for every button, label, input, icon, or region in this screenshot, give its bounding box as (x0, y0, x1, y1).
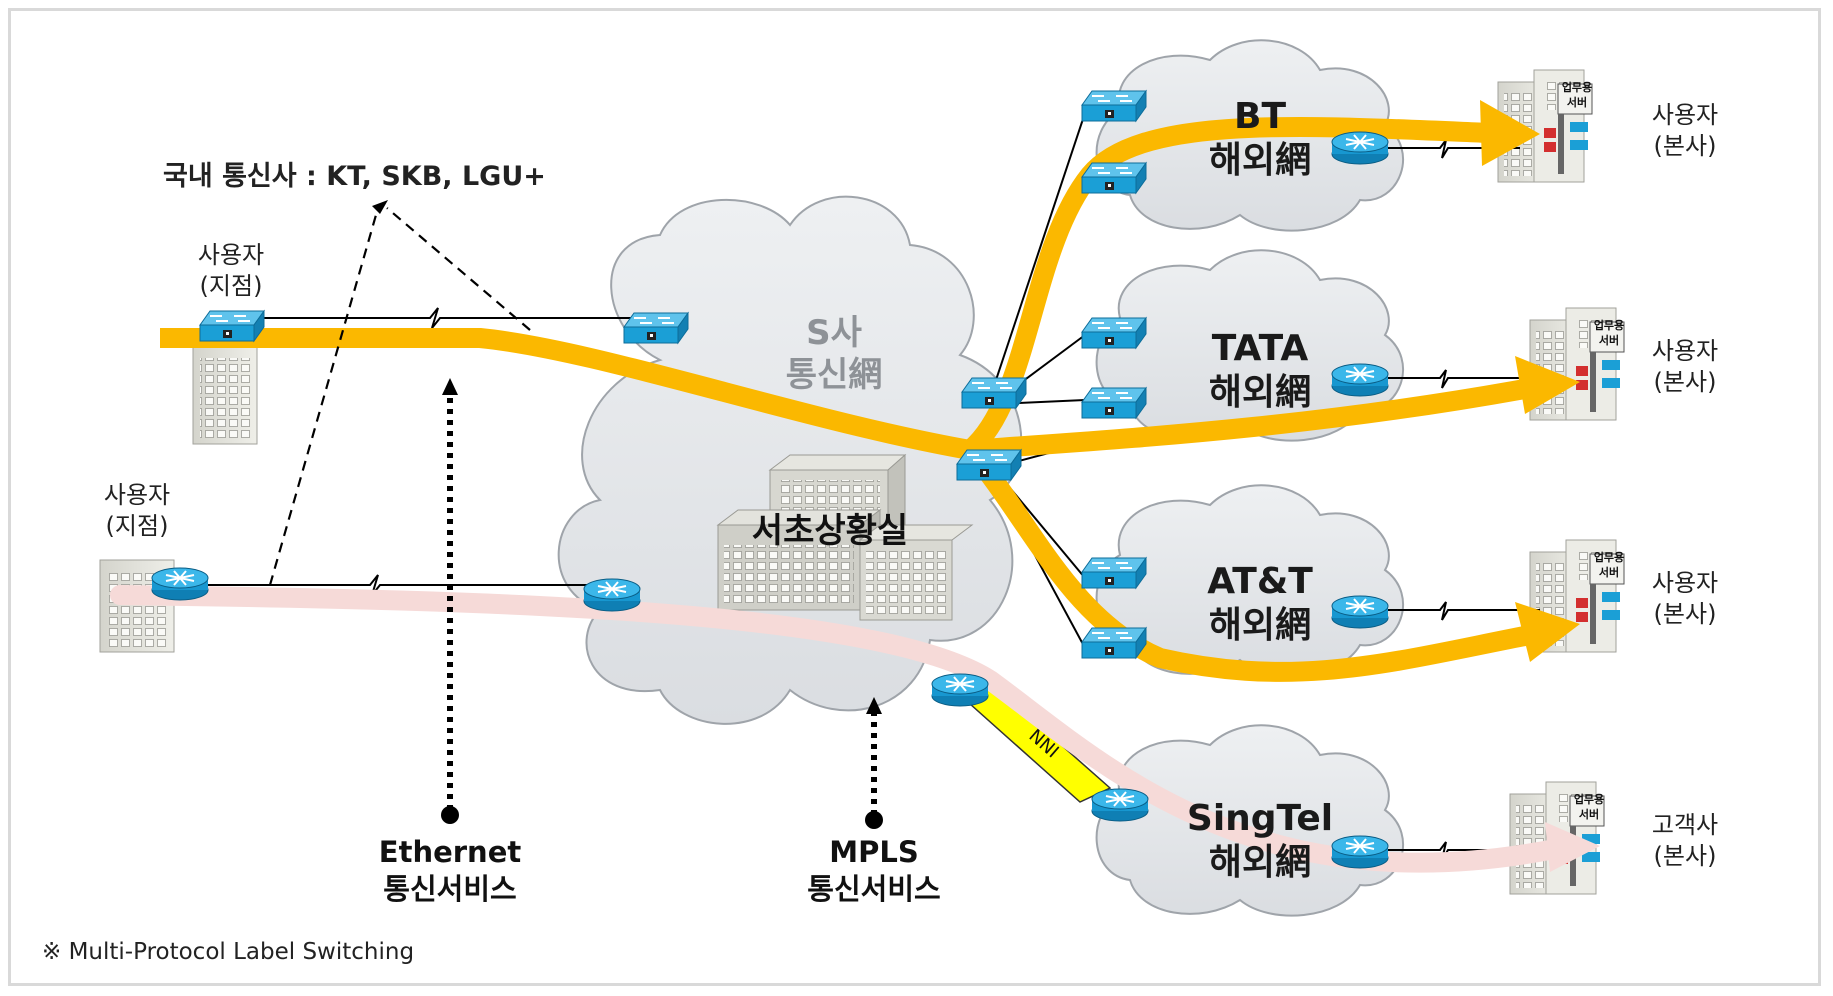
att-line2: 해외網 (1208, 605, 1312, 646)
ethernet-line1: Ethernet (378, 835, 522, 869)
server-label-1b: 서버 (1567, 95, 1587, 109)
hq-site-2-line2: (본사) (1653, 368, 1717, 396)
server-label-4b: 서버 (1579, 807, 1599, 821)
hq-site-label-3: 사용자 (본사) (1630, 568, 1740, 630)
hq-site-2-line1: 사용자 (1651, 337, 1719, 365)
server-label-1a: 업무용 (1562, 81, 1592, 94)
mpls-service-path (110, 585, 1600, 873)
ethernet-service-pointer (441, 378, 459, 824)
bt-switch1-icon (1081, 90, 1147, 122)
cloud-tata (1095, 249, 1404, 442)
link-branch1-core (230, 307, 660, 329)
ethernet-arrowheads (1480, 100, 1580, 662)
att-switch2-icon (1081, 627, 1147, 659)
hq-site-3-line2: (본사) (1653, 600, 1717, 628)
branch-site-2-line2: (지점) (105, 512, 169, 540)
overseas-network-tata: TATA 해외網 (1160, 327, 1360, 415)
link-branch2-core (180, 574, 600, 596)
core-west-switch-icon (623, 312, 689, 344)
overseas-network-bt: BT 해외網 (1160, 95, 1360, 183)
hq-site-4-line2: (본사) (1653, 842, 1717, 870)
mpls-service-label: MPLS 통신서비스 (774, 834, 974, 908)
hq-site-1-line2: (본사) (1653, 132, 1717, 160)
server-label-2b: 서버 (1599, 333, 1619, 347)
branch1-switch-icon (199, 310, 265, 342)
hq-site-label-1: 사용자 (본사) (1630, 100, 1740, 162)
hq-site-label-2: 사용자 (본사) (1630, 336, 1740, 398)
branch-building-1 (192, 337, 258, 445)
core-network-line2: 통신網 (785, 355, 883, 395)
core-east-switch1-icon (961, 377, 1027, 409)
server-label-3b: 서버 (1599, 565, 1619, 579)
core-west-router-icon (583, 578, 641, 612)
tata-switch2-icon (1081, 387, 1147, 419)
singtel-line1: SingTel (1186, 798, 1334, 839)
carrier-annotation-arrows (268, 207, 531, 586)
att-switch1-icon (1081, 557, 1147, 589)
server-label-2a: 업무용 (1594, 319, 1624, 332)
link-core-bt1 (989, 112, 1086, 399)
overseas-network-singtel: SingTel 해외網 (1160, 797, 1360, 885)
core-nni-router-icon (931, 673, 989, 707)
ethernet-line2: 통신서비스 (383, 872, 517, 906)
mpls-line2: 통신서비스 (807, 872, 941, 906)
server-label-3a: 업무용 (1594, 551, 1624, 564)
tata-switch1-icon (1081, 317, 1147, 349)
branch-site-label-2: 사용자 (지점) (82, 480, 192, 542)
branch-site-1-line2: (지점) (199, 272, 263, 300)
tata-line2: 해외網 (1208, 372, 1312, 413)
carrier-arrowhead (372, 200, 388, 214)
overseas-network-att: AT&T 해외網 (1160, 560, 1360, 648)
branch-site-2-line1: 사용자 (103, 481, 171, 509)
hq-site-4-line1: 고객사 (1651, 811, 1719, 839)
ethernet-service-label: Ethernet 통신서비스 (350, 834, 550, 908)
core-network-label: S사 통신網 (734, 312, 934, 396)
footnote: ※ Multi-Protocol Label Switching (42, 939, 415, 965)
server-label-4a: 업무용 (1574, 793, 1604, 806)
bt-line1: BT (1234, 96, 1286, 137)
bt-line2: 해외網 (1208, 140, 1312, 181)
branch-site-1-line1: 사용자 (197, 241, 265, 269)
core-east-switch2-icon (956, 449, 1022, 481)
branch-site-label-1: 사용자 (지점) (176, 240, 286, 302)
domestic-carriers-label: 국내 통신사 : KT, SKB, LGU+ (163, 161, 546, 192)
control-center-building (716, 453, 974, 621)
tata-line1: TATA (1211, 328, 1309, 369)
hq-site-label-4: 고객사 (본사) (1630, 810, 1740, 872)
control-center-label: 서초상황실 (751, 511, 909, 551)
singtel-edge-router-icon (1091, 788, 1149, 822)
mpls-service-pointer (865, 697, 883, 829)
hq-site-3-line1: 사용자 (1651, 569, 1719, 597)
branch2-router-icon (151, 567, 209, 601)
mpls-line1: MPLS (829, 835, 919, 869)
hq-site-1-line1: 사용자 (1651, 101, 1719, 129)
att-line1: AT&T (1207, 561, 1313, 602)
core-network-line1: S사 (806, 313, 862, 353)
bt-switch2-icon (1081, 162, 1147, 194)
singtel-line2: 해외網 (1208, 842, 1312, 883)
